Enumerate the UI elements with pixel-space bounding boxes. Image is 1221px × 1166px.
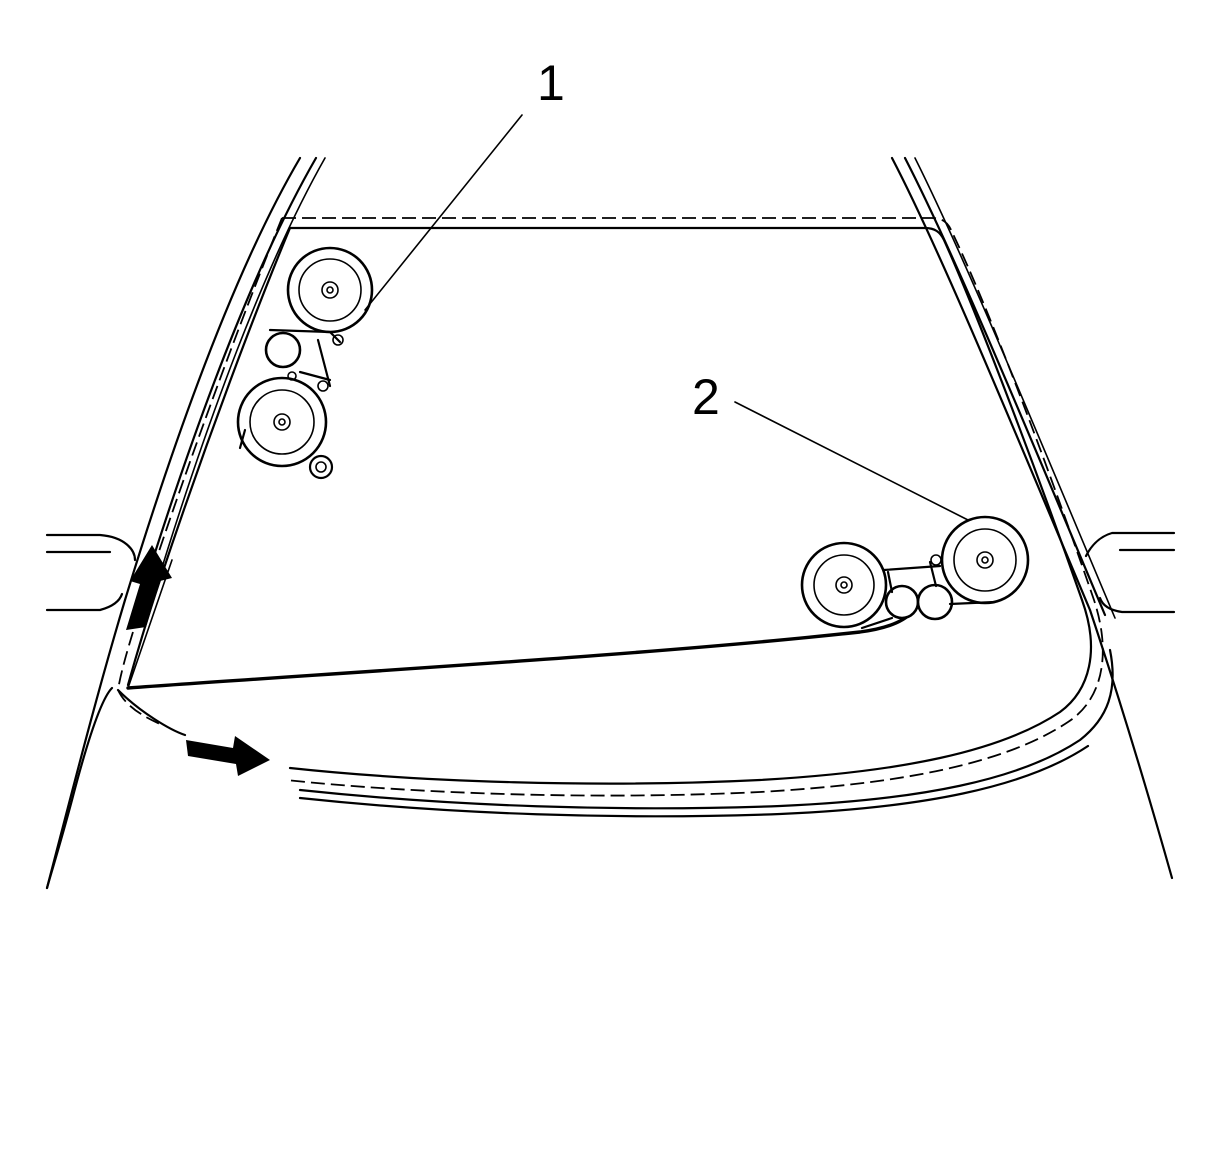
windshield-glass-outline xyxy=(288,226,1093,785)
rightward-direction-arrow xyxy=(186,736,270,776)
callout-2-label: 2 xyxy=(692,369,720,425)
callout-2-leader xyxy=(734,401,969,521)
callout-1-leader xyxy=(364,114,523,311)
urethane-seal-line xyxy=(282,217,1104,797)
cowl-moulding xyxy=(298,648,1114,810)
tool-assembly-1 xyxy=(236,246,374,480)
left-a-pillar xyxy=(45,156,326,890)
upward-direction-arrow xyxy=(126,545,172,630)
right-a-pillar xyxy=(890,156,1174,880)
pull-strip xyxy=(126,610,914,690)
left-mirror xyxy=(45,533,137,612)
callout-1-label: 1 xyxy=(537,55,565,111)
right-mirror xyxy=(1084,531,1176,614)
tool-assembly-2 xyxy=(800,515,1030,630)
